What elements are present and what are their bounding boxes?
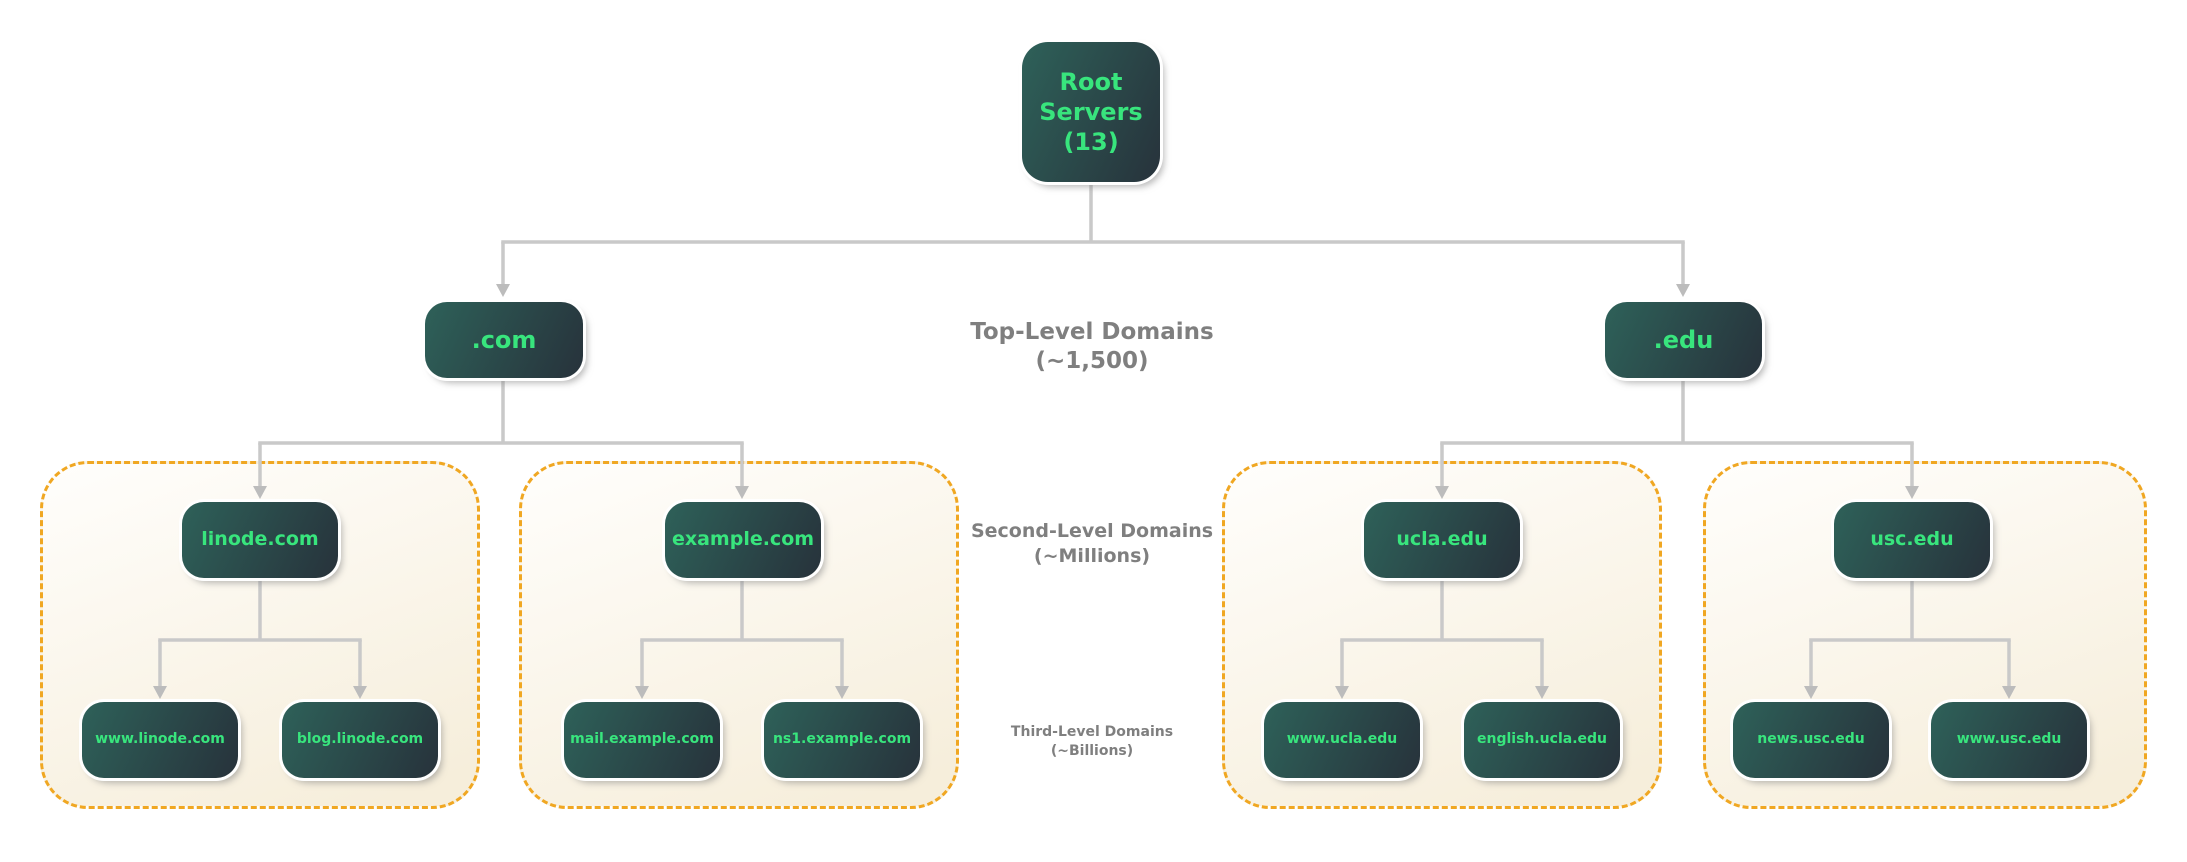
node-third-news-usc-edu: news.usc.edu xyxy=(1733,702,1889,778)
node-third-www-linode-com: www.linode.com xyxy=(82,702,238,778)
label-line: Second-Level Domains xyxy=(970,520,1214,542)
label-line: (~1,500) xyxy=(1035,348,1149,374)
node-sld-example-com: example.com xyxy=(665,502,821,578)
label-third-level-domains: Third-Level Domains (~Billions) xyxy=(962,723,1222,761)
label-line: (~Millions) xyxy=(1033,545,1151,567)
node-sld-usc-edu: usc.edu xyxy=(1834,502,1990,578)
node-third-blog-linode-com: blog.linode.com xyxy=(282,702,438,778)
label-top-level-domains: Top-Level Domains (~1,500) xyxy=(962,318,1222,376)
node-third-www-ucla-edu: www.ucla.edu xyxy=(1264,702,1420,778)
node-root-servers: Root Servers (13) xyxy=(1022,42,1160,182)
label-second-level-domains: Second-Level Domains (~Millions) xyxy=(962,519,1222,569)
node-sld-linode-com: linode.com xyxy=(182,502,338,578)
node-sld-ucla-edu: ucla.edu xyxy=(1364,502,1520,578)
node-third-ns1-example-com: ns1.example.com xyxy=(764,702,920,778)
node-third-english-ucla-edu: english.ucla.edu xyxy=(1464,702,1620,778)
node-tld-edu: .edu xyxy=(1605,302,1762,378)
label-line: Top-Level Domains xyxy=(970,319,1214,345)
connector-edu-to-slds xyxy=(1440,376,1914,445)
connector-root-to-tlds xyxy=(501,180,1685,244)
connector-com-to-slds xyxy=(258,376,744,445)
label-line: (~Billions) xyxy=(1050,743,1134,759)
node-third-www-usc-edu: www.usc.edu xyxy=(1931,702,2087,778)
label-line: Third-Level Domains xyxy=(1010,724,1174,740)
node-tld-com: .com xyxy=(425,302,583,378)
node-third-mail-example-com: mail.example.com xyxy=(564,702,720,778)
